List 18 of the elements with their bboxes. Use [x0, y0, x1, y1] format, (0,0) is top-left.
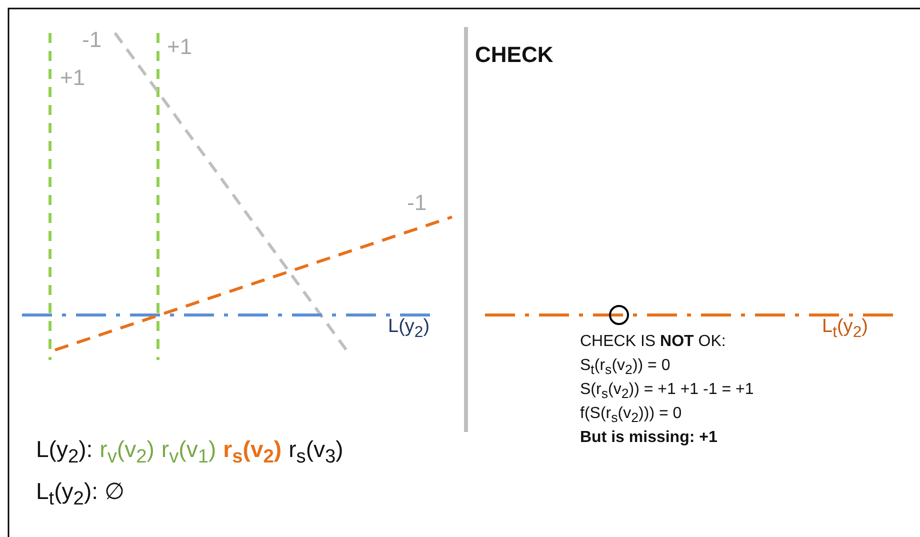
- formula-text: S(r$_{s}$(v$_{2}$)) = +1 +1 -1 = +1: [580, 381, 754, 402]
- line-value: -1: [407, 190, 427, 216]
- formula-text: f(S(r$_{s}$(v$_{2}$))) = 0: [580, 405, 682, 426]
- list-item: r$_{v}$(v$_{2}$): [100, 436, 154, 469]
- line-value: +1: [60, 65, 86, 90]
- line-name: L$_{t}$(y$_{2}$): [822, 316, 868, 342]
- line-value: -1: [82, 27, 102, 52]
- line-value: +1: [167, 34, 192, 60]
- list-item: r$_{s}$(v$_{2}$): [223, 436, 282, 469]
- formula-text: S$_{t}$(r$_{s}$(v$_{2}$)) = 0: [580, 357, 670, 378]
- list-item: r$_{v}$(v$_{1}$): [161, 436, 216, 469]
- list-heading: L$_{t}$(y$_{2}$): ∅: [36, 478, 124, 511]
- line-name: L(y$_{2}$): [388, 316, 430, 342]
- check-text: CHECK IS NOT OK:: [580, 333, 726, 352]
- list-item: r$_{s}$(v$_{3}$): [288, 436, 344, 469]
- heading: CHECK: [475, 42, 554, 68]
- check-text: But is missing: +1: [580, 429, 718, 448]
- list-heading: L(y$_{2}$):: [36, 436, 93, 469]
